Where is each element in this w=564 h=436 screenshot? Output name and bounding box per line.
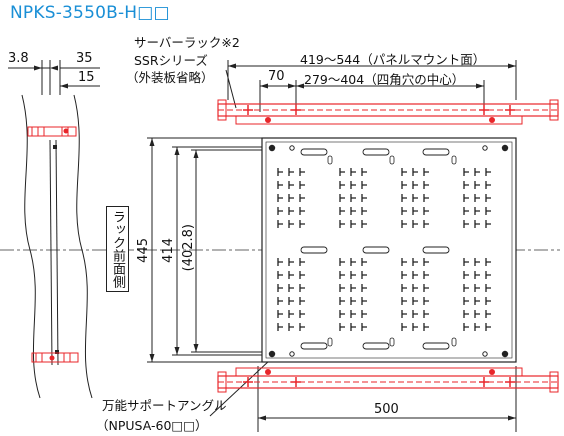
bracket-name-label: 万能サポートアングル <box>102 398 227 413</box>
side-view-rail <box>21 94 93 399</box>
dim-445: 445 <box>136 238 151 263</box>
bracket-model-label: （NPUSA-60□□） <box>96 418 208 433</box>
arrowheads <box>34 63 516 421</box>
dim-402-8: (402.8) <box>181 224 196 272</box>
dim-center-range: 279～404（四角穴の中心） <box>304 72 465 87</box>
rack-series-label: SSRシリーズ <box>134 53 208 68</box>
rack-note-label: （外装板省略） <box>126 70 214 85</box>
dim-35: 35 <box>76 51 93 66</box>
dim-414: 414 <box>161 238 176 263</box>
dim-70: 70 <box>268 69 285 84</box>
support-angle-brackets <box>217 99 559 393</box>
dim-3-8: 3.8 <box>8 51 29 66</box>
rack-name-label: サーバーラック※2 <box>134 35 240 50</box>
plate-details <box>268 144 509 358</box>
dim-panel-range: 419～544（パネルマウント面） <box>300 52 486 67</box>
dim-500: 500 <box>374 402 399 417</box>
rack-front-label: ラック前面側 <box>106 206 129 292</box>
dim-15: 15 <box>78 70 95 85</box>
page-title: NPKS-3550B-H□□ <box>10 3 170 23</box>
